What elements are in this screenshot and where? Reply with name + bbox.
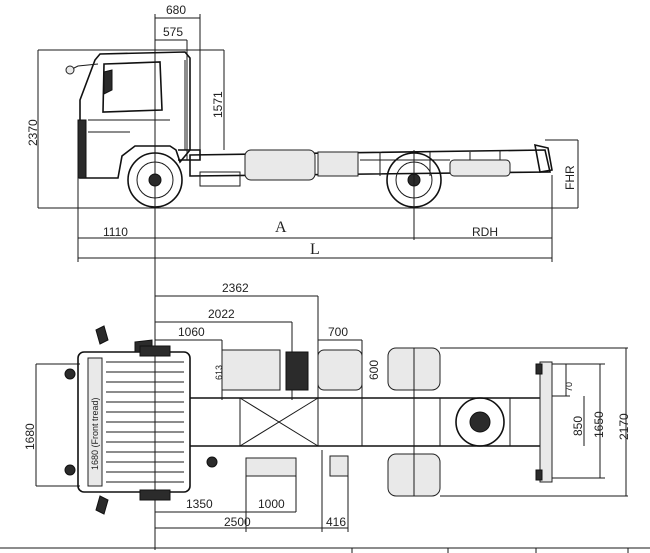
chassis-rail: [189, 149, 551, 177]
rear-bracket: [533, 143, 553, 173]
mirror-left-upper: [64, 368, 76, 380]
dim-2500-label: 2500: [224, 515, 251, 529]
cab-top-outline: [77, 351, 191, 493]
dim-1350-label: 1350: [186, 497, 213, 511]
chassis-rails-top: [190, 397, 548, 447]
mirror-left-lower: [64, 464, 76, 476]
dim-L-label: L: [310, 241, 320, 258]
dim-1000-label: 1000: [258, 497, 285, 511]
front-wheel: [127, 152, 183, 208]
mirror-bottom-left: [95, 495, 109, 515]
dim-613-label: 613: [214, 365, 224, 380]
fhr-label: FHR: [563, 165, 577, 190]
dim-2370-label: 2370: [26, 119, 40, 146]
dim-2170-label: 2170: [617, 413, 631, 440]
front-wheel-top-upper: [139, 345, 171, 357]
spare-tank-side: [449, 159, 511, 177]
tool-box-top: [329, 455, 349, 477]
battery-box-top: [245, 457, 297, 477]
front-tread-label: 1680 (Front tread): [90, 397, 100, 470]
spare-wheel-outer: [455, 397, 505, 447]
cab-outline: [79, 51, 191, 179]
rear-lamp-lower: [535, 469, 543, 481]
spare-wheel-hub: [469, 411, 491, 433]
dim-1110-label: 1110: [103, 225, 128, 239]
dim-680-label: 680: [166, 3, 186, 17]
dim-700-label: 700: [328, 325, 348, 339]
dim-2022-label: 2022: [208, 307, 235, 321]
mirror-top-left: [95, 325, 109, 345]
x-brace: [239, 397, 319, 447]
dim-A-label: A: [275, 219, 287, 236]
crossmembers-top: [239, 398, 511, 446]
side-view: 680 575 1571 2370 FHR: [26, 3, 579, 550]
battery-box-side: [317, 151, 359, 177]
front-wheel-top-lower: [139, 489, 171, 501]
compressor-unit: [285, 351, 309, 391]
side-step-box: [199, 171, 241, 187]
air-tank-top: [206, 456, 218, 468]
dim-1680-label: 1680: [23, 423, 37, 450]
dim-600-label: 600: [367, 360, 381, 380]
fuel-tank-side: [244, 149, 316, 181]
dim-70-label: 70: [564, 382, 574, 392]
cab-roof-ribs: [106, 361, 184, 483]
rear-lamp-upper: [535, 363, 543, 375]
fuel-tank-top: [317, 349, 363, 391]
engine-box: [221, 349, 281, 391]
side-mirror: [103, 69, 113, 95]
dim-416-label: 416: [326, 515, 346, 529]
cab-window: [102, 61, 163, 113]
cab-door-lines: [88, 60, 186, 150]
rear-crossmember: [539, 361, 553, 483]
mirror-head: [65, 65, 75, 75]
front-bumper: [77, 119, 87, 179]
crossmember-lines: [360, 150, 501, 176]
front-tread-strip: [87, 357, 103, 487]
dim-1650-label: 1650: [592, 411, 606, 438]
dim-2362-label: 2362: [222, 281, 249, 295]
dim-1060-label: 1060: [178, 325, 205, 339]
dim-RDH-label: RDH: [472, 225, 498, 239]
dim-575-label: 575: [163, 25, 183, 39]
dim-1571-label: 1571: [211, 91, 225, 118]
dim-850-label: 850: [571, 416, 585, 436]
top-view: 2362 2022 1060 700 600 613 1680 1680 (Fr…: [23, 281, 631, 532]
